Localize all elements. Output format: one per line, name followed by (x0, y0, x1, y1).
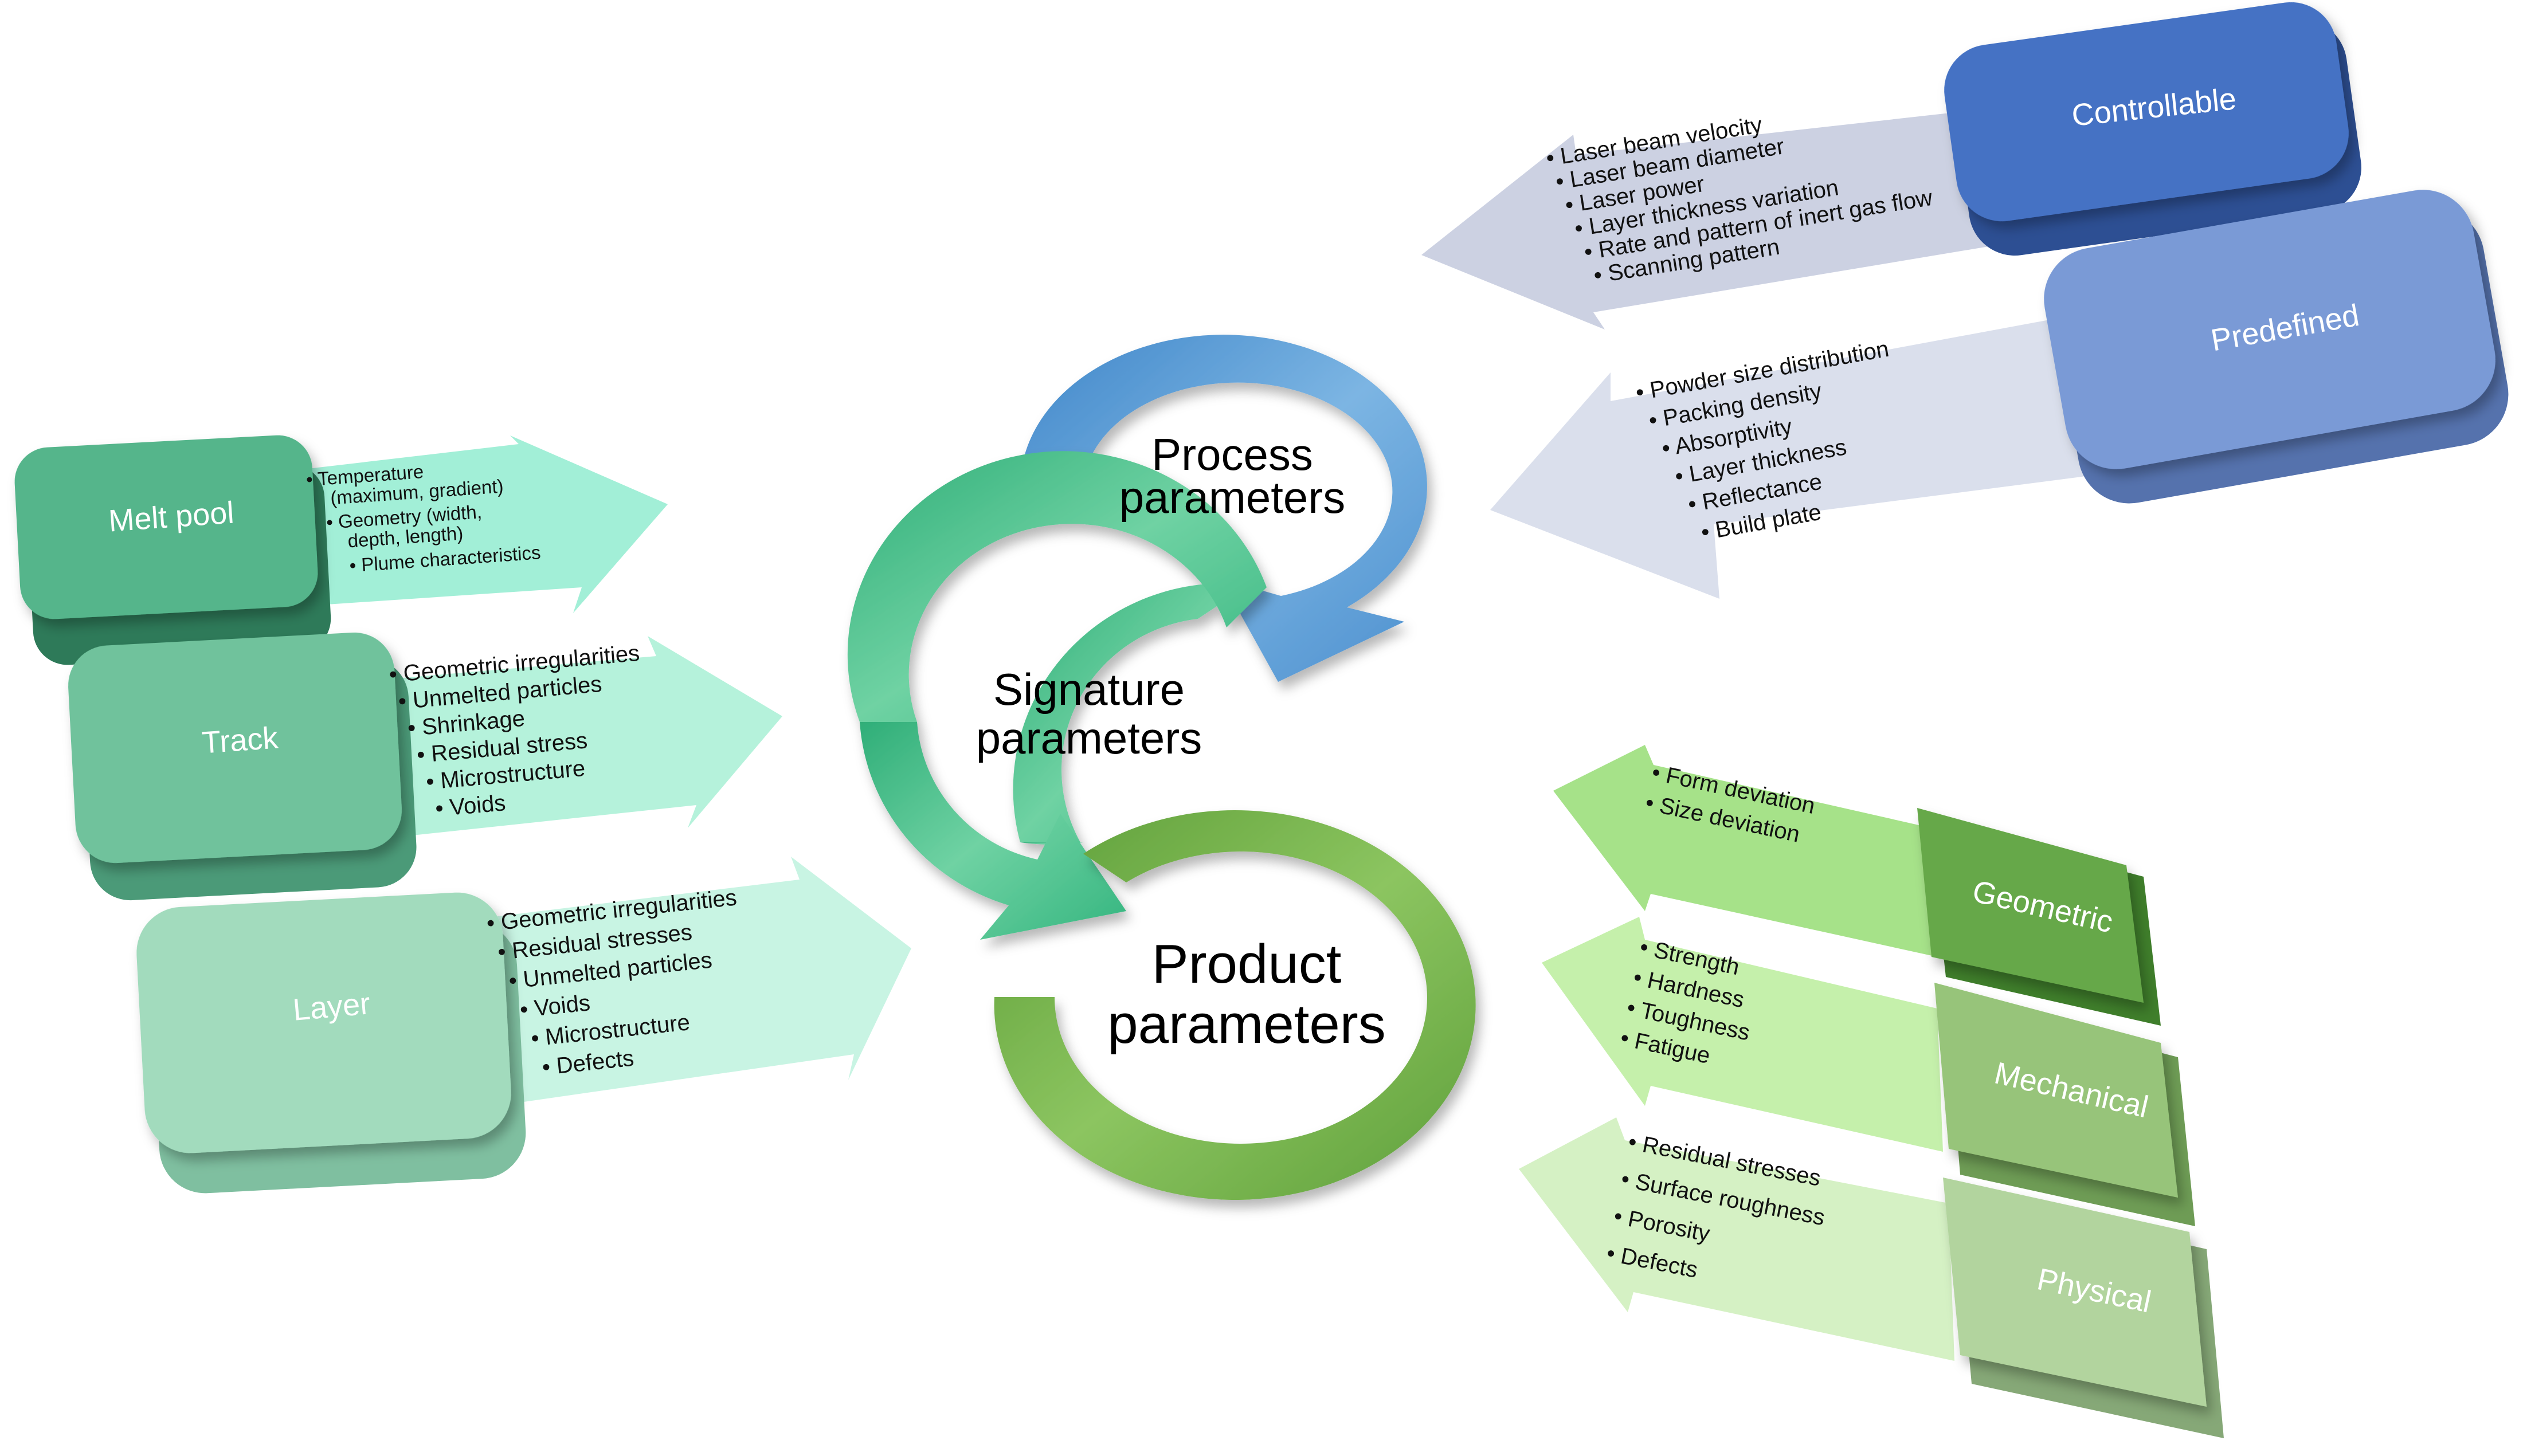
track-box (68, 632, 402, 864)
process-label-line1: Process (1151, 429, 1313, 480)
geometric-group: Geometric • Form deviation• Size deviati… (1553, 745, 2161, 1026)
mechanical-arrow (1542, 917, 1943, 1152)
layer-group: Layer • Geometric irregularities• Residu… (136, 857, 911, 1194)
geometric-arrow (1553, 745, 1937, 957)
signature-cycle-arrow (847, 451, 1267, 940)
controllable-box (1944, 2, 2349, 222)
predefined-box (2044, 190, 2495, 469)
geometric-box (1917, 808, 2144, 1003)
signature-label-line2: parameters (976, 713, 1202, 763)
product-label-line2: parameters (1107, 994, 1386, 1055)
physical-arrow (1519, 1117, 1954, 1361)
physical-box (1943, 1178, 2207, 1407)
layer-box (136, 892, 511, 1153)
track-group: Track • Geometric irregularities• Unmelt… (68, 632, 782, 901)
track-item: • Voids (434, 790, 507, 822)
product-label-line1: Product (1152, 933, 1342, 995)
melt-pool-group: Melt pool • Temperature (maximum, gradie… (14, 435, 668, 665)
predefined-group: Predefined • Powder size distribution• P… (1490, 190, 2509, 599)
physical-group: Physical • Residual stresses• Surface ro… (1519, 1117, 2224, 1438)
mechanical-box (1934, 983, 2178, 1198)
track-arrow (355, 636, 782, 837)
melt-pool-box (14, 435, 318, 619)
predefined-arrow (1490, 307, 2135, 599)
controllable-arrow (1421, 100, 2075, 329)
process-cycle-arrow (1020, 335, 1427, 682)
process-label-line2: parameters (1119, 472, 1346, 523)
melt-pool-arrow (298, 435, 668, 613)
mechanical-group: Mechanical • Strength• Hardness• Toughne… (1542, 917, 2195, 1226)
signature-label-line1: Signature (993, 664, 1185, 715)
layer-label: Layer (292, 986, 372, 1027)
layer-arrow (470, 857, 911, 1103)
track-label: Track (201, 720, 280, 760)
